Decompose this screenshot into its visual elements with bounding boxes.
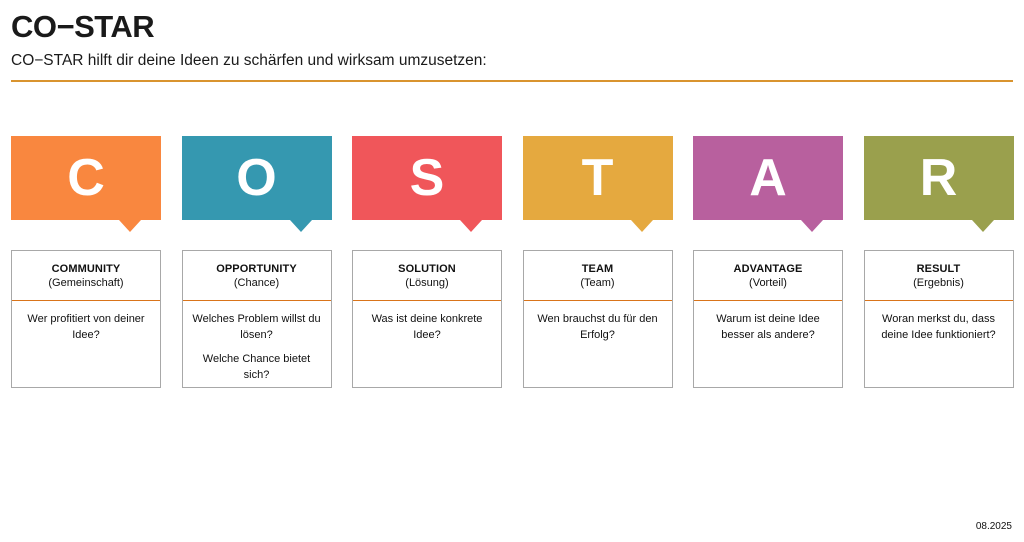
- speech-bubble-tail-icon: [460, 220, 482, 232]
- letter-banner: A: [693, 136, 843, 232]
- letter-banner-wrap: R: [863, 136, 1014, 232]
- page-header: CO−STAR CO−STAR hilft dir deine Ideen zu…: [11, 8, 1013, 82]
- speech-bubble-tail-icon: [971, 220, 994, 232]
- card-title: ADVANTAGE: [733, 263, 803, 275]
- card-question: Woran merkst du, dass deine Idee funktio…: [881, 313, 996, 341]
- card-body: Woran merkst du, dass deine Idee funktio…: [865, 301, 1013, 387]
- card-header: TEAM (Team): [524, 251, 672, 300]
- card-divider: [353, 300, 501, 301]
- card-body: Wen brauchst du für den Erfolg?: [524, 301, 672, 387]
- banner-letter: S: [409, 149, 445, 207]
- letter-banner: C: [11, 136, 161, 232]
- costar-card: COMMUNITY (Gemeinschaft) Wer profitiert vo…: [11, 250, 161, 388]
- card-question: Welche Chance bietet sich?: [202, 353, 311, 381]
- speech-bubble-tail-icon: [119, 220, 141, 232]
- footer-date: 08.2025: [975, 521, 1012, 532]
- card-subtitle: (Team): [580, 277, 615, 289]
- card-divider: [12, 300, 160, 301]
- page-subtitle: CO−STAR hilft dir deine Ideen zu schärfe…: [11, 52, 487, 69]
- card-question: Wen brauchst du für den Erfolg?: [537, 313, 658, 341]
- costar-card: ADVANTAGE (Vorteil) Warum ist deine Idee b…: [693, 250, 843, 388]
- letter-banner: S: [352, 136, 502, 232]
- costar-card: SOLUTION (Lösung) Was ist deine konkrete I…: [352, 250, 502, 388]
- card-subtitle: (Ergebnis): [913, 277, 964, 289]
- banner-letter: A: [749, 149, 787, 207]
- card-divider: [523, 300, 672, 301]
- banner-letter: R: [919, 149, 958, 207]
- costar-column: S SOLUTION (Lösung) Was ist deine konkrete …: [352, 136, 502, 388]
- letter-banner-wrap: C: [11, 136, 161, 232]
- costar-column: O OPPORTUNITY (Chance) Welches Problem will…: [181, 136, 332, 388]
- letter-banner-wrap: O: [181, 136, 332, 232]
- costar-column: C COMMUNITY (Gemeinschaft) Wer profitiert v…: [11, 136, 161, 388]
- card-subtitle: (Gemeinschaft): [48, 277, 124, 289]
- speech-bubble-tail-icon: [289, 220, 312, 232]
- letter-banner-wrap: A: [693, 136, 843, 232]
- card-subtitle: (Vorteil): [749, 277, 787, 289]
- card-question: Wer profitiert von deiner Idee?: [27, 313, 145, 341]
- card-divider: [182, 300, 331, 301]
- card-divider: [694, 300, 842, 301]
- card-question: Warum ist deine Idee besser als andere?: [716, 313, 820, 341]
- letter-banner: R: [863, 136, 1014, 232]
- card-header: SOLUTION (Lösung): [353, 251, 501, 300]
- costar-board: C COMMUNITY (Gemeinschaft) Wer profitiert v…: [11, 136, 1014, 388]
- letter-banner-wrap: T: [522, 136, 673, 232]
- card-question: Welches Problem willst du lösen?: [192, 313, 321, 341]
- header-divider: [11, 80, 1013, 82]
- card-header: COMMUNITY (Gemeinschaft): [12, 251, 160, 300]
- card-title: RESULT: [916, 263, 961, 275]
- banner-letter: O: [236, 149, 277, 207]
- card-body: Was ist deine konkrete Idee?: [353, 301, 501, 387]
- costar-column: A ADVANTAGE (Vorteil) Warum ist deine Idee …: [693, 136, 843, 388]
- costar-card: RESULT (Ergebnis) Woran merkst du, dass de…: [863, 250, 1014, 388]
- card-body: Wer profitiert von deiner Idee?: [12, 301, 160, 387]
- card-header: OPPORTUNITY (Chance): [183, 251, 331, 300]
- card-title: OPPORTUNITY: [216, 263, 297, 275]
- costar-column: R RESULT (Ergebnis) Woran merkst du, dass d…: [863, 136, 1014, 388]
- letter-banner: T: [522, 136, 673, 232]
- banner-letter: C: [67, 149, 105, 207]
- banner-letter: T: [581, 149, 614, 207]
- card-subtitle: (Lösung): [405, 277, 449, 289]
- card-title: TEAM: [581, 263, 614, 275]
- card-body: Welches Problem willst du lösen? Welche C…: [183, 301, 331, 387]
- costar-card: OPPORTUNITY (Chance) Welches Problem wills…: [181, 250, 332, 388]
- page-title: CO−STAR: [11, 9, 155, 44]
- card-body: Warum ist deine Idee besser als andere?: [694, 301, 842, 387]
- speech-bubble-tail-icon: [801, 220, 823, 232]
- card-question: Was ist deine konkrete Idee?: [371, 313, 483, 341]
- card-header: RESULT (Ergebnis): [865, 251, 1013, 300]
- card-title: SOLUTION: [398, 263, 456, 275]
- card-subtitle: (Chance): [233, 277, 280, 289]
- card-title: COMMUNITY: [51, 263, 121, 275]
- speech-bubble-tail-icon: [630, 220, 653, 232]
- costar-column: T TEAM (Team) Wen brauchst du für den Erfol…: [522, 136, 673, 388]
- card-divider: [864, 300, 1013, 301]
- card-header: ADVANTAGE (Vorteil): [694, 251, 842, 300]
- costar-card: TEAM (Team) Wen brauchst du für den Erfolg…: [522, 250, 673, 388]
- letter-banner: O: [181, 136, 332, 232]
- letter-banner-wrap: S: [352, 136, 502, 232]
